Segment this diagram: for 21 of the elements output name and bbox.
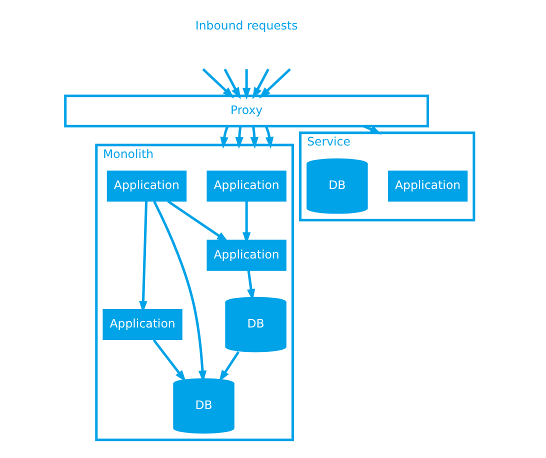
arrow (220, 126, 229, 149)
arrow (222, 68, 241, 100)
arrow (235, 126, 244, 149)
node-box: Application (206, 240, 286, 271)
arrow (250, 126, 259, 149)
arrow (363, 124, 382, 134)
arrow (242, 69, 251, 100)
arrow (167, 200, 229, 242)
arrow (252, 68, 270, 100)
node-box: Application (388, 170, 468, 202)
arrow (218, 351, 240, 382)
node-box: Application (106, 170, 187, 202)
node-box: Proxy (64, 94, 430, 128)
label: Inbound requests (195, 18, 298, 33)
arrow (152, 339, 186, 382)
arrow (258, 68, 291, 98)
node-box: Application (102, 309, 182, 340)
arrow (264, 126, 274, 149)
arrow (153, 200, 207, 382)
arrow (202, 68, 234, 98)
node-box: Application (206, 170, 286, 202)
